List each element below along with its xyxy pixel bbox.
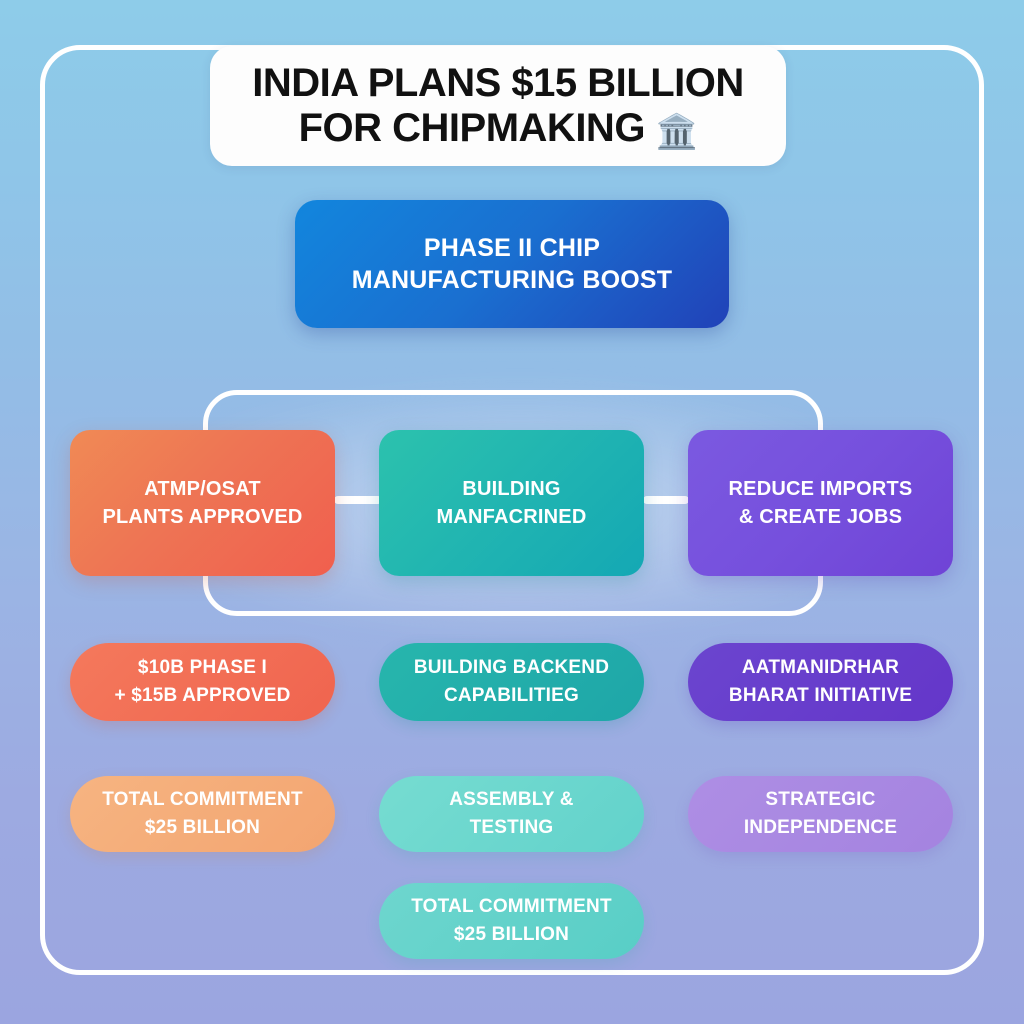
detail-pill-r2c3-label: STRATEGIC INDEPENDENCE — [743, 789, 898, 838]
detail-pill-r3c1-label: TOTAL COMMITMENT $25 BILLION — [411, 896, 612, 945]
pillar-card-2: BUILDING MANFACRINED — [379, 430, 644, 576]
pillar-card-3-label: REDUCE IMPORTS & CREATE JOBS — [728, 477, 913, 528]
page-title: INDIA PLANS $15 BILLION FOR CHIPMAKING 🏛… — [252, 61, 744, 151]
detail-pill-r1c2-label: BUILDING BACKEND CAPABILITIEG — [413, 657, 610, 706]
detail-pill-r2c2: ASSEMBLY & TESTING — [379, 776, 644, 852]
title-card: INDIA PLANS $15 BILLION FOR CHIPMAKING 🏛… — [210, 46, 786, 166]
pillar-card-1: ATMP/OSAT PLANTS APPROVED — [70, 430, 335, 576]
pillar-card-3: REDUCE IMPORTS & CREATE JOBS — [688, 430, 953, 576]
detail-pill-r1c2: BUILDING BACKEND CAPABILITIEG — [379, 643, 644, 721]
connector-line-left — [334, 496, 382, 504]
pillar-card-1-label: ATMP/OSAT PLANTS APPROVED — [102, 477, 303, 528]
detail-pill-r2c1: TOTAL COMMITMENT $25 BILLION — [70, 776, 335, 852]
hero-banner: PHASE II CHIP MANUFACTURING BOOST — [295, 200, 729, 328]
detail-pill-r3c1: TOTAL COMMITMENT $25 BILLION — [379, 883, 644, 959]
detail-pill-r1c1-label: $10B PHASE I + $15B APPROVED — [114, 657, 291, 706]
hero-banner-label: PHASE II CHIP MANUFACTURING BOOST — [351, 233, 673, 295]
detail-pill-r1c1: $10B PHASE I + $15B APPROVED — [70, 643, 335, 721]
connector-line-right — [643, 496, 689, 504]
pillar-card-2-label: BUILDING MANFACRINED — [436, 477, 587, 528]
detail-pill-r2c1-label: TOTAL COMMITMENT $25 BILLION — [102, 789, 303, 838]
detail-pill-r2c2-label: ASSEMBLY & TESTING — [449, 789, 574, 838]
classical-building-icon: 🏛️ — [655, 112, 698, 151]
detail-pill-r2c3: STRATEGIC INDEPENDENCE — [688, 776, 953, 852]
detail-pill-r1c3: AATMANIDRHAR BHARAT INITIATIVE — [688, 643, 953, 721]
detail-pill-r1c3-label: AATMANIDRHAR BHARAT INITIATIVE — [728, 657, 913, 706]
